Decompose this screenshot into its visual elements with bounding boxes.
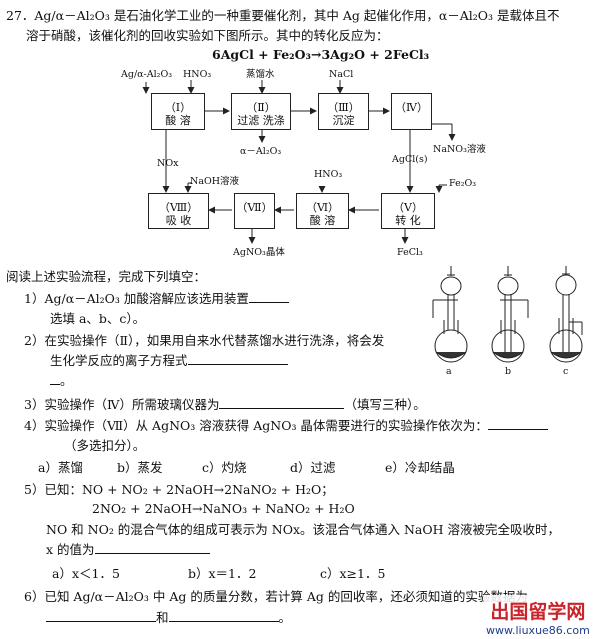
question-intro-line2: 溶于硝酸，该催化剂的回收实验如下图所示。其中的转化反应为： — [26, 28, 389, 43]
question-1-text: 1）Ag/α－Al₂O₃ 加酸溶解应该选用装置 — [24, 291, 249, 306]
question-4-text: 4）实验操作（Ⅶ）从 AgNO₃ 溶液获得 AgNO₃ 晶体需要进行的实验操作依… — [24, 418, 488, 433]
agcl-label: AgCl(s) — [392, 154, 428, 165]
flow-box-number: （Ⅲ） — [327, 101, 360, 114]
question-5-line4: x 的值为 — [46, 542, 210, 558]
flow-box-number: （Ⅷ） — [158, 201, 199, 214]
question-2-line3: 。 — [50, 373, 73, 389]
al2o3-output-label: α－Al₂O₃ — [240, 146, 282, 157]
flow-box-label: 过滤 洗涤 — [237, 114, 285, 127]
question-1: 1）Ag/α－Al₂O₃ 加酸溶解应该选用装置 — [24, 291, 289, 307]
hno3-top-label: HNO₃ — [183, 69, 212, 80]
q5-option-b: b）x＝1．2 — [188, 566, 257, 581]
apparatus-label-a: a — [446, 366, 452, 377]
apparatus-b-icon — [491, 266, 529, 363]
flow-box-label: 酸 溶 — [309, 214, 336, 227]
question-2-line2: 生化学反应的离子方程式 — [50, 353, 288, 369]
flow-box-number: （Ⅰ） — [164, 101, 192, 114]
question-5-equation2: 2NO₂ + 2NaOH→NaNO₃ + NaNO₂ + H₂O — [92, 501, 355, 516]
question-2-end: 。 — [60, 373, 73, 388]
q4-option-c: c）灼烧 — [202, 460, 247, 475]
apparatus-label-c: c — [563, 366, 569, 377]
flow-box-number: （Ⅶ） — [236, 201, 273, 214]
feed-label: Ag/α-Al₂O₃ — [121, 69, 173, 80]
flow-box-label: 吸 收 — [165, 214, 192, 227]
apparatus-label-b: b — [505, 366, 512, 377]
flow-box-label: 酸 溶 — [165, 114, 191, 127]
q4-option-a: a）蒸馏 — [38, 460, 83, 475]
question-3-text: 3）实验操作（Ⅳ）所需玻璃仪器为 — [24, 397, 220, 412]
q5-option-a: a）x＜1．5 — [52, 566, 120, 581]
question-4-line2: （多选扣分）。 — [64, 438, 146, 453]
nano3-solution-label: NaNO₃溶液 — [433, 144, 486, 155]
question-2-text: 生化学反应的离子方程式 — [50, 353, 188, 368]
flow-box-number: （Ⅱ） — [246, 101, 276, 114]
flow-box-7: （Ⅶ） — [234, 193, 275, 229]
question-5-line3: NO 和 NO₂ 的混合气体的组成可表示为 NOx。该混合气体通入 NaOH 溶… — [46, 522, 560, 537]
question-3: 3）实验操作（Ⅳ）所需玻璃仪器为 （填写三种）。 — [24, 397, 426, 413]
naoh-solution-label: NaOH溶液 — [190, 176, 240, 187]
agno3-crystal-label: AgNO₃晶体 — [233, 247, 285, 258]
question-4: 4）实验操作（Ⅶ）从 AgNO₃ 溶液获得 AgNO₃ 晶体需要进行的实验操作依… — [24, 418, 548, 434]
question-2-line1: 2）在实验操作（Ⅱ），如果用自来水代替蒸馏水进行洗涤，将会发 — [24, 333, 385, 348]
nox-label: NOx — [157, 158, 179, 169]
watermark-url: www.liuxue86.com — [486, 624, 590, 637]
question-1-line2: 选填 a、b、c）。 — [50, 311, 146, 326]
question-6-end: 。 — [278, 610, 292, 625]
apparatus-c-icon — [549, 266, 583, 363]
answer-blank-5[interactable] — [94, 553, 210, 554]
question-6-line2: 和。 — [46, 610, 291, 626]
question-3-end: （填写三种）。 — [344, 397, 426, 412]
flow-box-5-convert: （Ⅴ） 转 化 — [381, 193, 435, 229]
flow-box-1-acid-dissolve: （Ⅰ） 酸 溶 — [151, 93, 205, 130]
answer-blank-2b[interactable] — [50, 384, 60, 385]
question-6-line1: 6）已知 Ag/α－Al₂O₃ 中 Ag 的质量分数，若计算 Ag 的回收率，还… — [24, 589, 528, 604]
distilled-water-label: 蒸馏水 — [246, 69, 275, 80]
fe2o3-label: Fe₂O₃ — [449, 178, 477, 189]
flow-box-number: （Ⅴ） — [393, 201, 423, 214]
conversion-reaction: 6AgCl + Fe₂O₃→3Ag₂O + 2FeCl₃ — [212, 47, 430, 62]
hno3-mid-label: HNO₃ — [314, 169, 343, 180]
answer-blank-6a[interactable] — [46, 621, 156, 622]
q4-option-b: b）蒸发 — [117, 460, 163, 475]
flow-box-3-precipitate: （Ⅲ） 沉淀 — [318, 93, 369, 130]
flow-box-label: 沉淀 — [332, 114, 355, 127]
answer-blank-3[interactable] — [219, 408, 345, 409]
flow-box-2-filter-wash: （Ⅱ） 过滤 洗涤 — [231, 93, 291, 130]
question-6-and: 和 — [156, 610, 169, 625]
fecl3-label: FeCl₃ — [397, 247, 423, 258]
flow-box-8-absorb: （Ⅷ） 吸 收 — [148, 193, 209, 229]
watermark-logo: 出国留学网 www.liuxue86.com — [484, 595, 592, 639]
flow-box-number: （Ⅳ） — [395, 101, 428, 114]
answer-blank-6b[interactable] — [168, 621, 279, 622]
answer-blank-4[interactable] — [487, 429, 548, 430]
flow-box-number: （Ⅵ） — [305, 201, 340, 214]
q4-option-d: d）过滤 — [290, 460, 336, 475]
instruction-text: 阅读上述实验流程，完成下列填空： — [6, 269, 207, 284]
flow-box-label: 转 化 — [395, 214, 421, 227]
nacl-label: NaCl — [329, 69, 354, 80]
answer-blank-2[interactable] — [187, 364, 288, 365]
apparatus-a-icon — [432, 266, 468, 363]
watermark-title: 出国留学网 — [490, 601, 586, 623]
q4-option-e: e）冷却结晶 — [385, 460, 455, 475]
flow-box-4: （Ⅳ） — [391, 93, 432, 130]
flow-box-6-acid-dissolve: （Ⅵ） 酸 溶 — [296, 193, 349, 229]
question-5-text: x 的值为 — [46, 542, 95, 557]
answer-blank-1[interactable] — [248, 302, 289, 303]
q5-option-c: c）x≥1．5 — [320, 566, 386, 581]
question-5-line1: 5）已知：NO + NO₂ + 2NaOH→2NaNO₂ + H₂O； — [24, 482, 334, 497]
question-intro-line1: 27．Ag/α－Al₂O₃ 是石油化学工业的一种重要催化剂，其中 Ag 起催化作… — [6, 8, 560, 23]
